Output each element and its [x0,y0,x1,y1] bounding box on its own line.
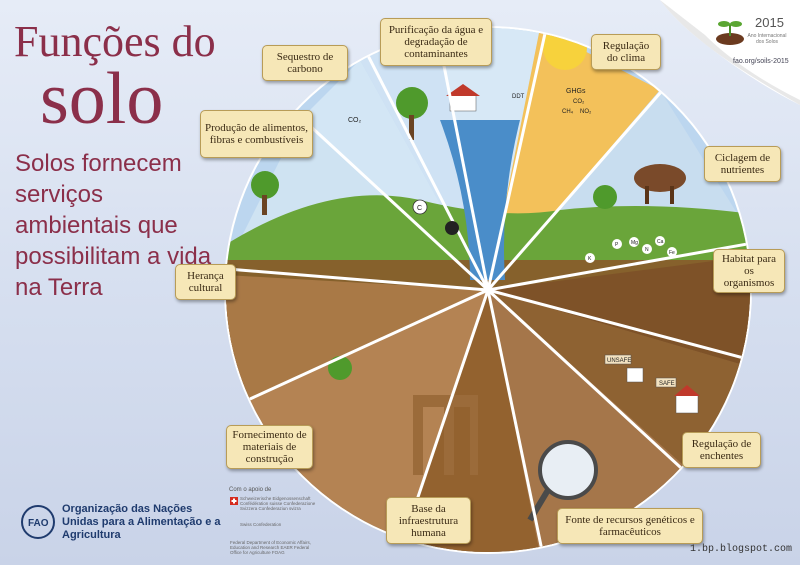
ghgs-text: GHGs [566,88,586,95]
aqueduct [413,395,478,407]
house-safe [675,394,699,414]
swiss-text: Schweizerische Eidgenossenschaft Confédé… [240,496,316,511]
iys-logo-icon [716,21,744,45]
house-unsafe [626,367,644,383]
label-genetico: Fonte de recursos genéticos e farmacêuti… [557,508,703,544]
carbon-text: C [417,205,422,212]
label-sequestro: Sequestro de carbono [262,45,348,81]
nutrient-n: N [645,247,649,253]
svg-text:FAO: FAO [28,518,49,529]
swiss-confederation: Swiss Confederation [240,522,282,527]
year-2015: 2015 [755,15,784,30]
image-credit: 1.bp.blogspot.com [690,544,793,555]
tree [396,87,428,119]
title-line-2: solo [40,58,164,140]
label-enchentes: Regulação de enchentes [682,432,761,468]
label-ciclagem: Ciclagem de nutrientes [704,146,781,182]
ddt-text: DDT [512,94,525,100]
wheel-dividers [226,28,750,552]
label-infraestrutura: Base da infraestrutura humana [386,497,471,544]
tree [328,356,352,380]
swiss-department: Federal Department of Economic Affairs, … [230,540,311,555]
label-habitat: Habitat para os organismos [713,249,785,293]
tree [593,185,617,209]
nutrient-fe: Fe [669,250,675,256]
nutrient-k: K [588,256,592,262]
iys-caption: Ano Internacional dos Solos [747,33,787,45]
no2-text: NO₂ [580,109,592,115]
fao-name: Organização das Nações Unidas para a Ali… [62,503,221,541]
co2-b-text: CO₂ [573,99,585,105]
magnifier [538,440,598,500]
label-producao: Produção de alimentos, fibras e combustí… [200,110,313,158]
tree [251,171,279,199]
cow [634,164,686,192]
ch4-text: CH₄ [562,109,574,115]
nutrient-mg: Mg [631,240,638,246]
nutrient-p: P [615,242,619,248]
co2-text: CO₂ [348,117,362,124]
fao-url: fao.org/soils-2015 [733,58,789,65]
nutrient-ca: Ca [657,239,664,245]
label-fornecimento: Fornecimento de materiais de construção [226,425,313,469]
title-line-1: Funções do [14,17,216,66]
safe-sign: SAFE [659,381,675,387]
swiss-flag-icon [230,497,238,505]
label-regulacao-clima: Regulação do clima [591,34,661,70]
corner-page-curl [660,0,800,105]
support-label: Com o apoio de [229,487,272,493]
label-purificacao: Purificação da água e degradação de cont… [380,18,492,66]
fao-logo-icon: FAO [21,505,55,539]
carbon-ball [445,221,459,235]
label-heranca: Herança cultural [175,264,236,300]
sun [543,28,587,70]
unsafe-sign: UNSAFE [607,358,631,364]
subtitle: Solos fornecem serviços ambientais que p… [15,150,212,301]
